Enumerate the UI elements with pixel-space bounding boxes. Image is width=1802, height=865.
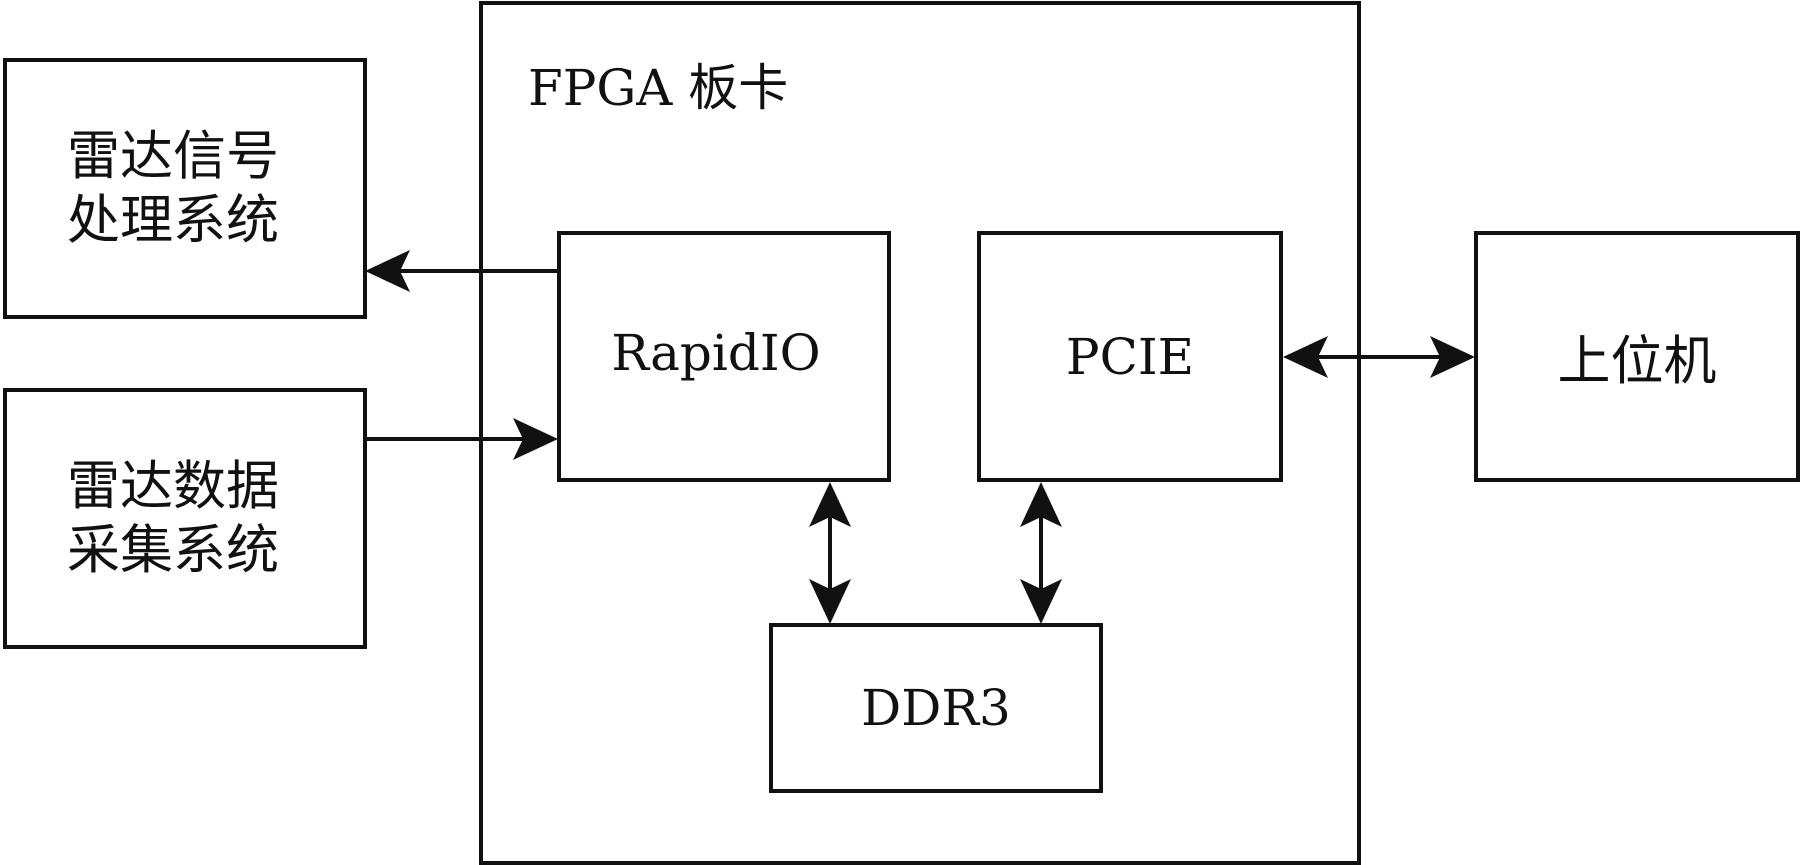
rapidio-box: RapidIO [557, 231, 891, 482]
rapidio-label: RapidIO [611, 323, 821, 382]
radar-data-acquisition-line2: 采集系统 [67, 519, 279, 581]
arrowhead-left-icon [365, 250, 410, 292]
host-computer-box: 上位机 [1474, 231, 1800, 482]
fpga-board-label: FPGA 板卡 [528, 59, 789, 117]
arrowhead-right-icon [1430, 336, 1475, 378]
ddr3-box: DDR3 [769, 623, 1103, 793]
radar-signal-processing-line1: 雷达信号 [67, 125, 279, 187]
radar-data-acquisition-line1: 雷达数据 [67, 455, 279, 517]
pcie-box: PCIE [977, 231, 1283, 482]
radar-signal-processing-line2: 处理系统 [67, 189, 279, 251]
host-computer-label: 上位机 [1557, 330, 1717, 392]
radar-data-acquisition-box: 雷达数据 采集系统 [3, 388, 367, 649]
pcie-label: PCIE [1065, 327, 1195, 386]
ddr3-label: DDR3 [861, 679, 1011, 737]
radar-signal-processing-box: 雷达信号 处理系统 [3, 58, 367, 319]
